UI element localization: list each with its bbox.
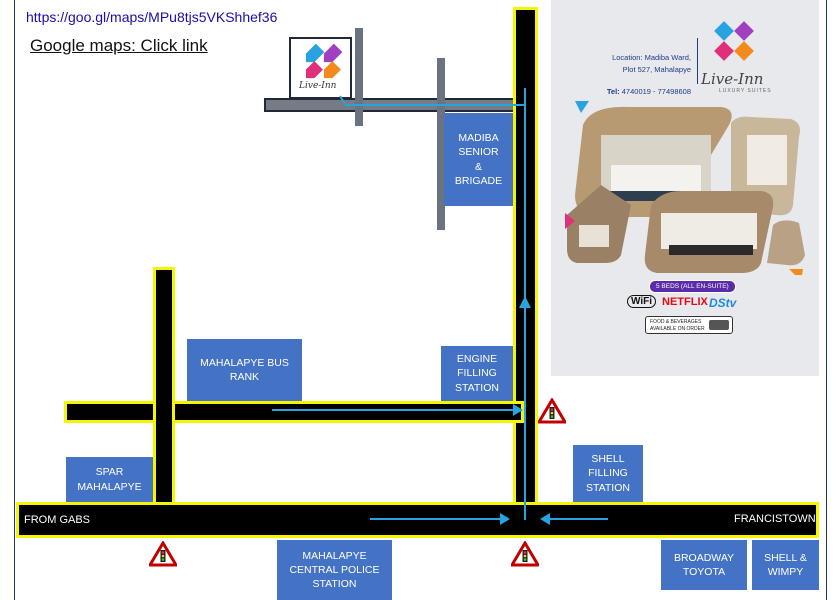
bus-rank-road <box>64 401 524 423</box>
mahalapye-bus-rank: MAHALAPYE BUS RANK <box>187 339 302 401</box>
map-frame-left <box>14 0 15 600</box>
room-photo-collage <box>565 101 805 275</box>
broadway-toyota: BROADWAY TOYOTA <box>661 540 747 590</box>
advert-brand-sub: LUXURY SUITES <box>719 88 772 94</box>
beds-badge: 5 BEDS (ALL EN-SUITE) <box>649 280 736 293</box>
route-line-hotel <box>345 104 525 106</box>
gray-side-road-2 <box>437 58 445 230</box>
arrow-left-icon <box>540 513 550 525</box>
traffic-light-warning-icon-3 <box>511 541 539 567</box>
gray-side-road-1 <box>355 28 363 126</box>
shell-filling-station: SHELL FILLING STATION <box>573 445 643 502</box>
arrow-right-icon-2 <box>513 404 523 416</box>
live-inn-logo-icon <box>305 43 343 79</box>
logo-brand: Live-Inn <box>299 81 337 91</box>
food-tray-icon <box>709 320 729 330</box>
traffic-light-warning-icon-2 <box>149 541 177 567</box>
advert-brand: Live-Inn <box>701 70 764 88</box>
a1-highway <box>16 502 819 538</box>
madiba-senior-brigade: MADIBA SENIOR & BRIGADE <box>444 113 513 206</box>
advert-divider <box>697 38 698 84</box>
traffic-light-warning-icon <box>538 398 566 424</box>
netflix-badge: NETFLIX <box>662 296 708 308</box>
wifi-badge: WiFi <box>627 295 657 308</box>
mahalapye-central-police-station: MAHALAPYE CENTRAL POLICE STATION <box>277 540 392 600</box>
arrow-right-icon <box>500 513 510 525</box>
map-frame-right <box>826 0 827 600</box>
live-inn-advert: Location: Madiba Ward, Plot 527, Mahalap… <box>551 0 819 376</box>
dstv-badge: DStv <box>709 296 737 310</box>
live-inn-map-marker[interactable]: Live-Inn <box>289 37 352 99</box>
route-line-middle <box>272 409 522 411</box>
spar-mahalapye: SPAR MAHALAPYE <box>66 457 153 502</box>
google-maps-title[interactable]: Google maps: Click link <box>30 36 208 55</box>
advert-logo-icon <box>714 21 754 61</box>
engine-filling-station: ENGINE FILLING STATION <box>441 346 513 401</box>
road-label-from-gabs: FROM GABS <box>24 514 91 526</box>
arrow-up-icon <box>519 296 531 308</box>
shell-and-wimpy: SHELL & WIMPY <box>752 540 819 590</box>
maps-url-link[interactable]: https://goo.gl/maps/MPu8tjs5VKShhef36 <box>26 9 278 25</box>
road-label-francistown: FRANCISTOWN <box>734 513 816 525</box>
route-line-highway-left <box>550 518 608 520</box>
advert-location: Location: Madiba Ward, Plot 527, Mahalap… <box>606 53 691 96</box>
route-line-highway-right <box>370 518 500 520</box>
